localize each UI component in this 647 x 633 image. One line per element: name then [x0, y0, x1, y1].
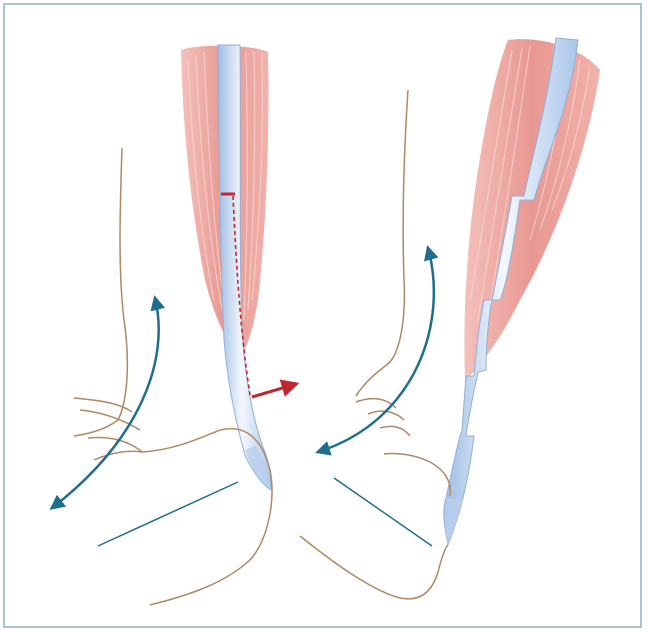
- lengthening-arrow: [252, 384, 296, 397]
- right-tendon-insertion-fan: [445, 498, 462, 545]
- left-panel: [52, 45, 296, 605]
- left-reference-line: [98, 482, 238, 546]
- right-reference-line: [334, 478, 432, 546]
- right-panel: [300, 38, 600, 599]
- right-leg-outline: [300, 90, 450, 599]
- left-curved-motion-arrow: [52, 298, 159, 508]
- right-curved-motion-arrow: [318, 248, 434, 452]
